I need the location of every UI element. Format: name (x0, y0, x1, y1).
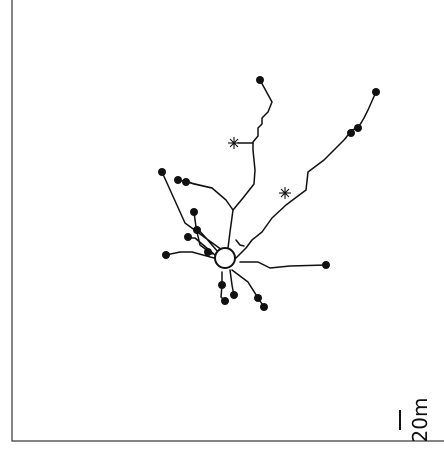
branch-northwest (185, 180, 234, 211)
branch-north (227, 79, 273, 249)
endpoint-node (221, 297, 229, 305)
endpoint-node (162, 251, 170, 259)
endpoint-node (190, 208, 198, 216)
endpoint-node (347, 129, 355, 137)
branch-northeast (235, 91, 377, 259)
endpoint-node (230, 291, 238, 299)
central-node (214, 247, 236, 269)
scale-bar-label: 20m (408, 398, 432, 443)
endpoint-node (354, 124, 362, 132)
endpoint-node (372, 88, 380, 96)
endpoint-node (193, 226, 201, 234)
endpoint-node (204, 248, 212, 256)
endpoint-node (218, 281, 226, 289)
branch-south-east (231, 269, 265, 308)
branch-west-mid (193, 211, 219, 253)
endpoint-node (174, 176, 182, 184)
diagram-frame (11, 0, 444, 442)
junction-marker-icon (279, 187, 291, 199)
junction-marker-icon (228, 137, 254, 149)
endpoint-node (184, 233, 192, 241)
endpoint-node (182, 178, 190, 186)
branch-stub (235, 239, 245, 247)
branch-west-leaf (161, 171, 223, 251)
endpoint-node (158, 168, 166, 176)
endpoint-node (260, 303, 268, 311)
branch-west-far (165, 251, 215, 259)
endpoint-node (256, 76, 264, 84)
endpoint-node (322, 261, 330, 269)
branch-east (239, 261, 327, 269)
endpoint-node (254, 294, 262, 302)
